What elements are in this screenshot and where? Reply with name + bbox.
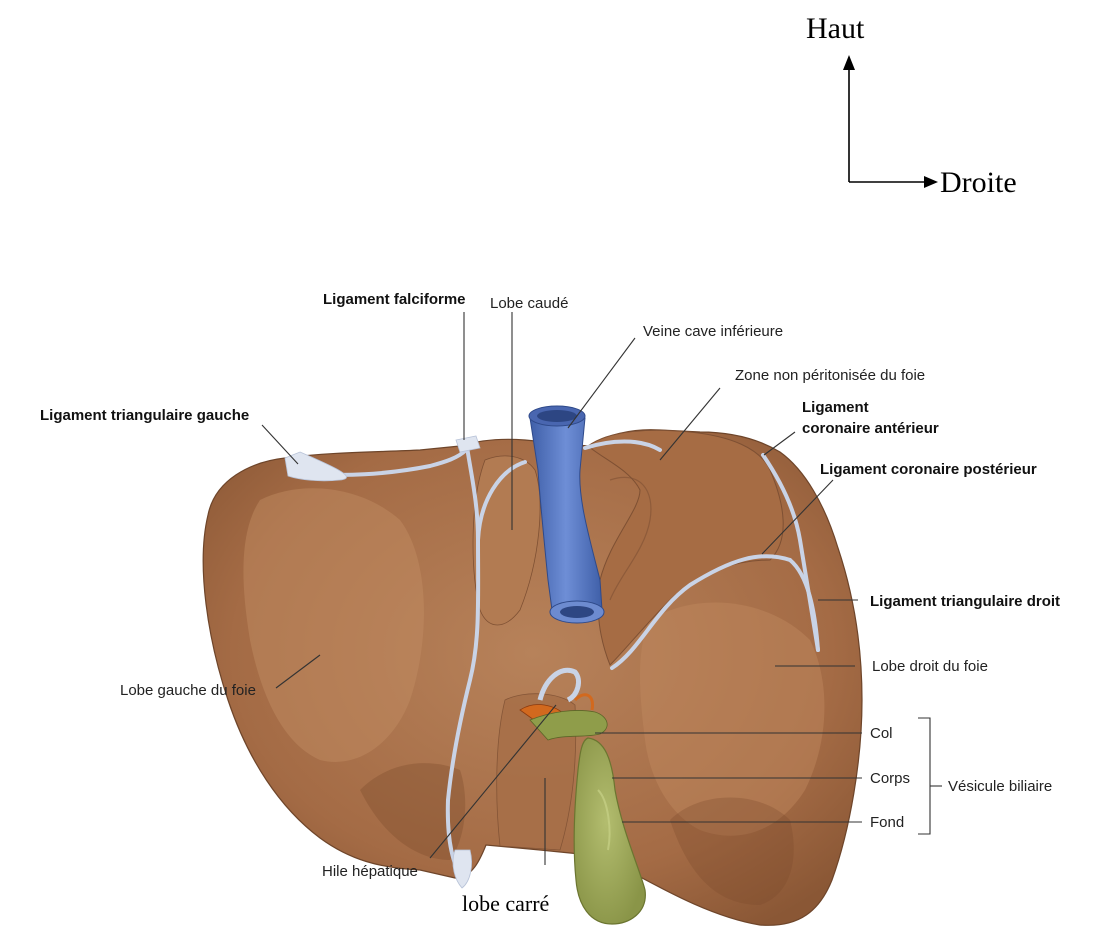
label-vesicule-biliaire: Vésicule biliaire [948, 778, 1052, 795]
label-lobe-caude: Lobe caudé [490, 295, 568, 312]
label-lobe-carre: lobe carré [462, 891, 549, 916]
up-label: Haut [806, 12, 865, 45]
label-ligament-triangulaire-droit: Ligament triangulaire droit [870, 593, 1060, 610]
label-zone-non-peritonisee: Zone non péritonisée du foie [735, 367, 925, 384]
round-ligament-end [453, 850, 472, 888]
liver-illustration [203, 406, 862, 925]
leader-veine-cave [568, 338, 635, 428]
label-veine-cave-inferieure: Veine cave inférieure [643, 323, 783, 340]
orientation-indicator: Haut Droite [806, 12, 1017, 199]
label-ligament-triangulaire-gauche: Ligament triangulaire gauche [40, 407, 249, 424]
label-corps: Corps [870, 770, 910, 787]
label-fond: Fond [870, 814, 904, 831]
label-ligament-coronaire-posterieur: Ligament coronaire postérieur [820, 461, 1037, 478]
vesicule-bracket [918, 718, 930, 834]
label-lobe-droit: Lobe droit du foie [872, 658, 988, 675]
right-arrow-head [924, 176, 938, 188]
label-col: Col [870, 725, 893, 742]
ivc-bottom-lumen [560, 606, 594, 618]
label-ligament-falciforme: Ligament falciforme [323, 291, 466, 308]
label-ligament-coronaire-anterieur-line1: Ligament [802, 399, 869, 416]
label-hile-hepatique: Hile hépatique [322, 863, 418, 880]
label-lobe-gauche: Lobe gauche du foie [120, 682, 256, 699]
ivc-top-lumen [537, 410, 577, 422]
up-arrow-head [843, 55, 855, 70]
label-ligament-coronaire-anterieur-line2: coronaire antérieur [802, 420, 939, 437]
right-label: Droite [940, 166, 1017, 199]
